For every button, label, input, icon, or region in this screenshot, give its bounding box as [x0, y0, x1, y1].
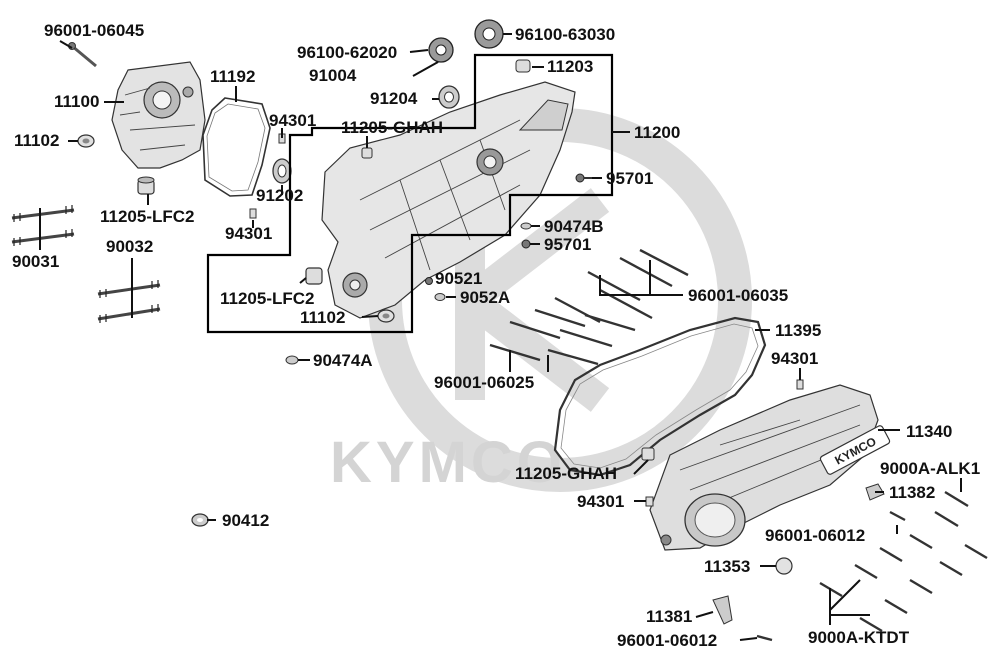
dowel-11102-right [377, 309, 395, 323]
label-94301-b: 94301 [225, 224, 272, 243]
crankcase-bore-inner [152, 90, 172, 110]
bolts-96001-06035 [554, 248, 689, 324]
dowel-11205-ghah-lower [641, 447, 655, 461]
bush-11203 [515, 59, 531, 73]
cap-11353 [775, 557, 793, 575]
label-11382: 11382 [889, 483, 935, 502]
crankcase-ribs [119, 87, 196, 151]
label-11203: 11203 [547, 57, 593, 76]
label-11192: 11192 [210, 67, 255, 86]
cover-ribs [679, 404, 861, 511]
label-11205-ghah-upper: 11205-GHAH [341, 118, 443, 137]
label-96001-06045: 96001-06045 [44, 21, 144, 40]
bolt-96001-06012-a [889, 510, 906, 522]
bush-11205-lfc2-right [305, 267, 323, 285]
right-crankcase-11200 [321, 81, 576, 319]
label-90521: 90521 [435, 269, 482, 288]
label-90031: 90031 [12, 252, 59, 271]
label-91204: 91204 [370, 89, 418, 108]
crankcase-upper-ear [518, 99, 569, 131]
bearing-96100-63030 [474, 19, 504, 49]
label-11395: 11395 [775, 321, 821, 340]
label-11205-ghah-lower: 11205-GHAH [515, 464, 617, 483]
dowel-11205-ghah-upper [361, 147, 373, 159]
label-95701-b: 95701 [544, 235, 591, 254]
bolt-95701-b [521, 239, 531, 249]
pin-94301-d [645, 496, 654, 507]
bush-11205-lfc2-left [137, 176, 155, 195]
label-90412: 90412 [222, 511, 269, 530]
label-11353: 11353 [704, 557, 750, 576]
bolts-96001-06025 [489, 308, 636, 366]
label-94301-a: 94301 [269, 111, 316, 130]
gasket-11192 [202, 97, 271, 197]
label-94301-c: 94301 [771, 349, 818, 368]
crankcase-boss [182, 86, 194, 98]
label-96001-06012-upper: 96001-06012 [765, 526, 865, 545]
bolt-90521 [425, 277, 433, 285]
pin-94301-b [249, 208, 257, 219]
seal-91204 [438, 85, 460, 109]
crankcase-bearing-hole [483, 155, 497, 169]
label-96001-06025: 96001-06025 [434, 373, 534, 392]
washer-90474b [520, 222, 532, 230]
label-11340: 11340 [906, 422, 952, 441]
gasket-11395 [553, 316, 767, 477]
drive-cover-11340: KYMCO [649, 384, 891, 551]
bolt-95701-a [575, 173, 592, 183]
label-11100: 11100 [54, 92, 99, 111]
bolt-96001-06012-b [756, 634, 773, 642]
label-95701-a: 95701 [606, 169, 653, 188]
bracket-11381 [712, 595, 733, 625]
pin-94301-c [796, 379, 804, 390]
left-crankcase-11100 [111, 61, 206, 169]
label-11102-right: 11102 [300, 308, 345, 327]
studs-90032 [97, 280, 161, 323]
watermark-text: KYMCO [330, 430, 566, 495]
label-91202: 91202 [256, 186, 303, 205]
label-96001-06012-lower: 96001-06012 [617, 631, 717, 650]
cover-vent-inner [694, 502, 736, 538]
label-96100-62020: 96100-62020 [297, 43, 397, 62]
label-96001-06035: 96001-06035 [688, 286, 788, 305]
leader-lines [39, 33, 962, 641]
gasket-11395-inner [560, 323, 759, 469]
bolt-96001-06045 [68, 42, 97, 68]
crankcase-group-frame [206, 53, 614, 334]
label-11205-lfc2-right: 11205-LFC2 [220, 289, 315, 308]
label-96100-63030: 96100-63030 [515, 25, 615, 44]
bearing-96100-62020 [428, 37, 454, 63]
label-90032: 90032 [106, 237, 153, 256]
bolts-9000a-ktdt [819, 533, 988, 633]
crankcase-mount-hole [349, 279, 361, 291]
bolts-9000a-alk1 [934, 490, 969, 528]
label-9000a-alk1: 9000A-ALK1 [880, 459, 980, 478]
label-9052a: 9052A [460, 288, 510, 307]
crankcase-webbing [359, 119, 531, 271]
washer-9052a [434, 293, 446, 301]
crankcase-shell [321, 81, 576, 319]
dowel-11102-left [77, 134, 95, 148]
washer-90412 [191, 513, 209, 527]
label-9000a-ktdt: 9000A-KTDT [808, 628, 910, 647]
cover-boss [660, 534, 672, 546]
label-11205-lfc2-left: 11205-LFC2 [100, 207, 195, 226]
label-94301-d: 94301 [577, 492, 624, 511]
studs-90031 [11, 205, 75, 246]
part-labels: 96001-06045 11100 11192 11102 11205-LFC2… [12, 21, 980, 650]
label-11381: 11381 [646, 607, 692, 626]
seal-91202 [272, 158, 292, 184]
label-11102-left: 11102 [14, 131, 59, 150]
label-91004: 91004 [309, 66, 357, 85]
label-90474a: 90474A [313, 351, 373, 370]
label-11200: 11200 [634, 123, 680, 142]
label-90474b: 90474B [544, 217, 604, 236]
washer-90474a [285, 355, 299, 365]
